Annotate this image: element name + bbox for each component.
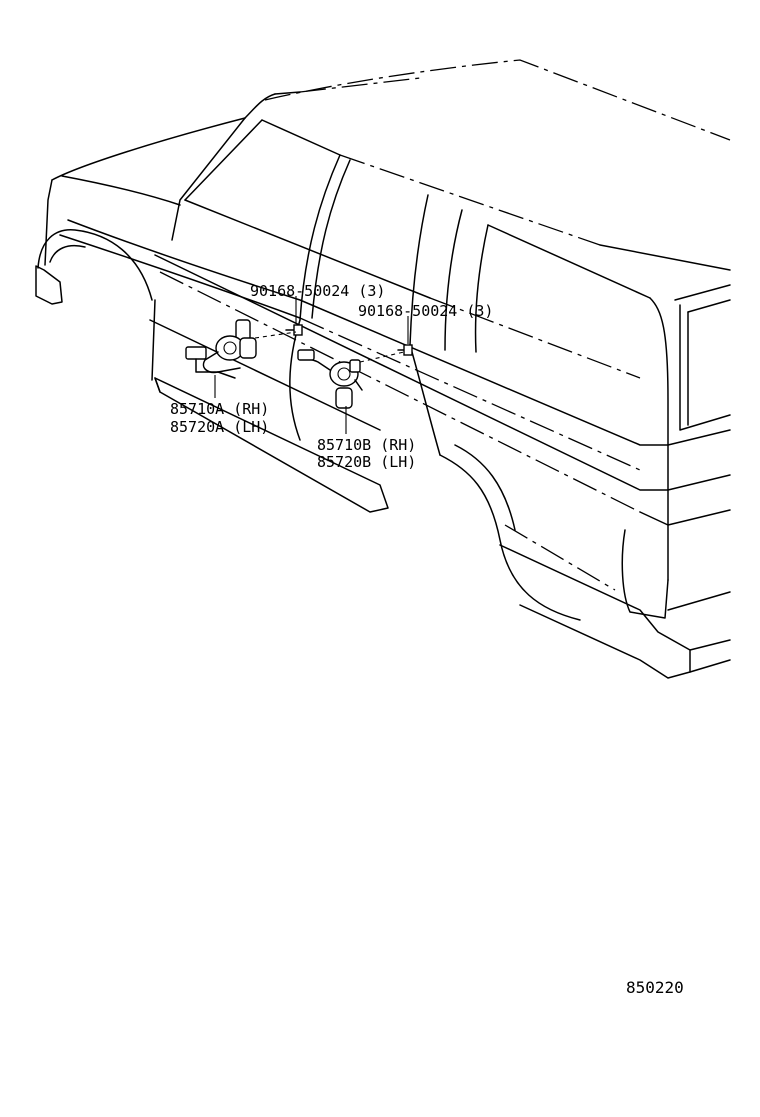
label-bolt-rear: 90168-50024 (3) <box>358 302 493 320</box>
label-bolt-front: 90168-50024 (3) <box>250 282 385 300</box>
bolt-front <box>285 324 303 336</box>
label-motor-a-rh: 85710A (RH) <box>170 400 269 418</box>
regulator-motor-a <box>185 319 257 379</box>
figure-number: 850220 <box>626 978 684 997</box>
leader-lines <box>214 296 409 434</box>
label-motor-a-lh: 85720A (LH) <box>170 418 269 436</box>
label-motor-b-lh: 85720B (LH) <box>317 453 416 471</box>
label-motor-b-rh: 85710B (RH) <box>317 436 416 454</box>
bolt-rear <box>397 344 413 356</box>
regulator-motor-b <box>297 349 363 409</box>
vehicle-body-outline <box>35 59 731 679</box>
